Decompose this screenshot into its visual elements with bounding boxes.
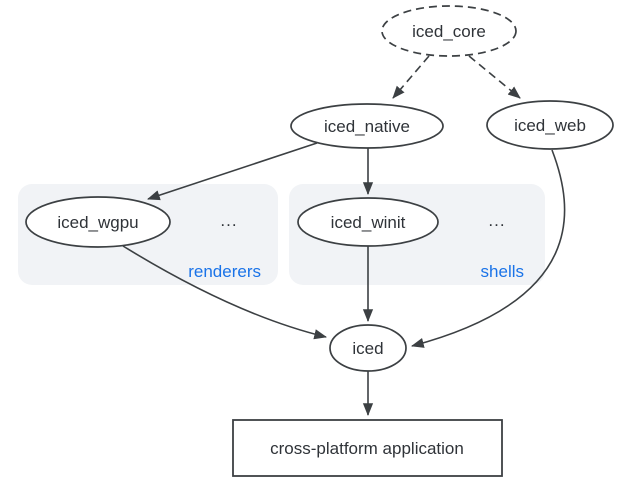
node-iced-winit [297, 197, 439, 247]
node-label-iced-core: iced_core [412, 22, 486, 41]
node-label-iced-wgpu: iced_wgpu [57, 213, 138, 232]
group-label-renderers: renderers [188, 262, 261, 281]
edge-native-to-wgpu [147, 142, 318, 201]
node-label-cross-platform-application: cross-platform application [270, 439, 464, 458]
node-cross-platform-application [232, 419, 503, 477]
node-iced [329, 324, 407, 372]
edge-core-to-web [468, 55, 521, 99]
shells-ellipsis: ... [488, 211, 505, 230]
group-label-shells: shells [481, 262, 524, 281]
node-iced-wgpu [25, 196, 171, 248]
node-label-iced-winit: iced_winit [331, 213, 406, 232]
node-label-iced-web: iced_web [514, 116, 586, 135]
edge-web-to-iced [411, 149, 566, 348]
node-iced-web [486, 100, 614, 150]
node-iced-native [290, 103, 444, 149]
edge-core-to-native [392, 55, 430, 99]
renderers-ellipsis: ... [220, 211, 237, 230]
node-label-iced: iced [352, 339, 383, 358]
node-iced-core [381, 5, 517, 57]
edge-wgpu-to-iced [122, 245, 327, 340]
node-label-iced-native: iced_native [324, 117, 410, 136]
